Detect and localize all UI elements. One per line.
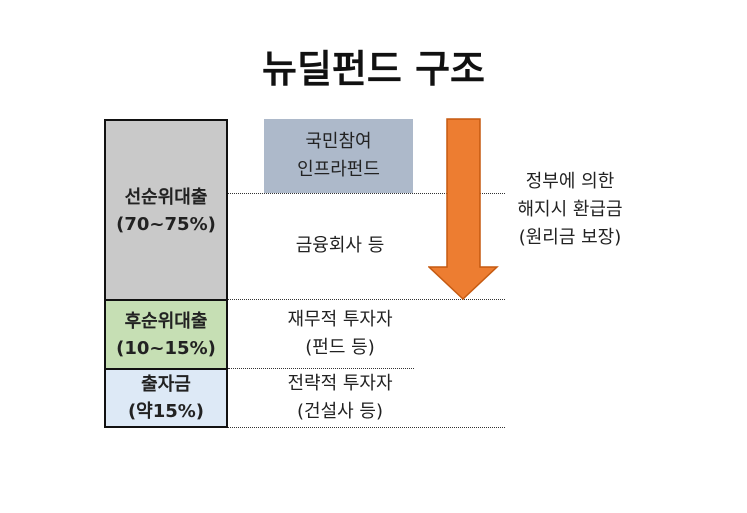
down-arrow-icon	[428, 118, 499, 301]
guarantee-line1: 정부에 의한	[525, 171, 615, 192]
senior-loan-block: 선순위대출 (70~75%)	[104, 119, 228, 300]
subordinated-investor-line1: 재무적 투자자	[287, 309, 393, 330]
divider-line	[228, 299, 505, 300]
diagram-title: 뉴딜펀드 구조	[262, 47, 485, 91]
equity-investor-line1: 전략적 투자자	[287, 373, 393, 394]
guarantee-line2: 해지시 환급금	[517, 199, 623, 220]
equity-block: 출자금 (약15%)	[104, 368, 228, 428]
equity-share: (약15%)	[127, 401, 205, 422]
subordinated-loan-label: 후순위대출	[124, 311, 208, 332]
senior-loan-share: (70~75%)	[116, 213, 216, 235]
guarantee-line3: (원리금 보장)	[518, 227, 622, 248]
subordinated-loan-share: (10~15%)	[116, 338, 216, 359]
divider-line	[228, 368, 414, 369]
equity-investor: 전략적 투자자 (건설사 등)	[250, 370, 430, 426]
divider-line	[228, 427, 505, 428]
fund-line2: 인프라펀드	[297, 159, 380, 180]
senior-investor-label: 금융회사 등	[295, 235, 385, 256]
senior-loan-label: 선순위대출	[124, 186, 208, 208]
equity-label: 출자금	[141, 374, 191, 395]
subordinated-investor: 재무적 투자자 (펀드 등)	[250, 306, 430, 362]
divider-line	[228, 193, 505, 194]
guarantee-note: 정부에 의한 해지시 환급금 (원리금 보장)	[500, 168, 640, 252]
subordinated-loan-block: 후순위대출 (10~15%)	[104, 299, 228, 369]
equity-investor-line2: (건설사 등)	[296, 401, 383, 422]
subordinated-investor-line2: (펀드 등)	[305, 337, 375, 358]
fund-line1: 국민참여	[305, 131, 372, 152]
public-infra-fund-box: 국민참여 인프라펀드	[264, 119, 413, 193]
